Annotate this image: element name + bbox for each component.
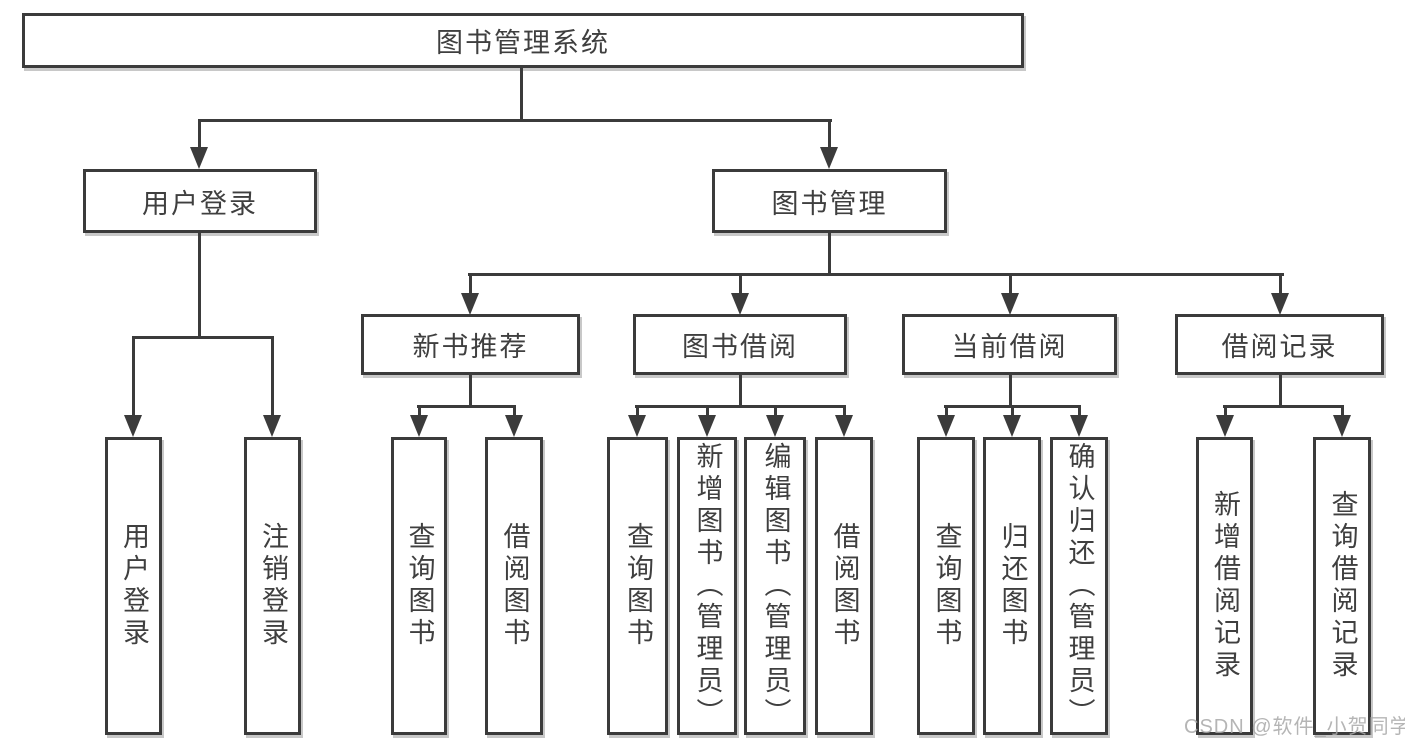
arrowhead-icon bbox=[263, 415, 281, 437]
leaf-confirm-return-admin-label: 确认归还（管理员） bbox=[1064, 442, 1095, 730]
node-new-book-recommend: 新书推荐 bbox=[361, 314, 580, 375]
node-user-login-label: 用户登录 bbox=[142, 188, 258, 219]
leaf-query-books-borrow-label: 查询图书 bbox=[623, 522, 653, 650]
connector-line bbox=[469, 273, 472, 293]
connector-line bbox=[513, 405, 516, 415]
connector-line bbox=[739, 273, 742, 293]
arrowhead-icon bbox=[1216, 415, 1234, 437]
arrowhead-icon bbox=[1070, 415, 1088, 437]
arrowhead-icon bbox=[505, 415, 523, 437]
node-borrow-records: 借阅记录 bbox=[1175, 314, 1384, 375]
connector-line bbox=[198, 119, 832, 122]
leaf-query-books-recommend-label: 查询图书 bbox=[404, 522, 435, 650]
leaf-query-books-borrow: 查询图书 bbox=[607, 437, 668, 735]
connector-line bbox=[945, 405, 948, 415]
arrowhead-icon bbox=[937, 415, 955, 437]
leaf-confirm-return-admin: 确认归还（管理员） bbox=[1050, 437, 1108, 735]
connector-line bbox=[828, 233, 831, 273]
connector-line bbox=[636, 405, 639, 415]
connector-line bbox=[418, 405, 421, 415]
connector-line bbox=[635, 405, 846, 408]
connector-line bbox=[739, 375, 742, 405]
arrowhead-icon bbox=[190, 147, 208, 169]
connector-line bbox=[520, 68, 523, 119]
leaf-user-login: 用户登录 bbox=[105, 437, 162, 735]
arrowhead-icon bbox=[1333, 415, 1351, 437]
connector-line bbox=[198, 233, 201, 336]
arrowhead-icon bbox=[766, 415, 784, 437]
connector-line bbox=[469, 375, 472, 405]
connector-line bbox=[271, 336, 274, 415]
leaf-borrow-books: 借阅图书 bbox=[815, 437, 873, 735]
connector-line bbox=[1011, 405, 1014, 415]
arrowhead-icon bbox=[1003, 415, 1021, 437]
leaf-return-books: 归还图书 bbox=[983, 437, 1041, 735]
connector-line bbox=[1223, 405, 1344, 408]
leaf-return-books-label: 归还图书 bbox=[997, 522, 1028, 650]
node-book-borrow: 图书借阅 bbox=[633, 314, 847, 375]
connector-line bbox=[1279, 273, 1282, 293]
connector-line bbox=[774, 405, 777, 415]
connector-line bbox=[468, 273, 1284, 276]
connector-line bbox=[132, 336, 135, 415]
connector-line bbox=[1009, 273, 1012, 293]
arrowhead-icon bbox=[731, 293, 749, 315]
leaf-borrow-books-recommend: 借阅图书 bbox=[485, 437, 543, 735]
watermark: CSDN @软件_小贺同学 bbox=[1184, 716, 1405, 738]
node-book-management: 图书管理 bbox=[712, 169, 947, 233]
connector-line bbox=[843, 405, 846, 415]
node-book-borrow-label: 图书借阅 bbox=[682, 332, 798, 362]
leaf-edit-book-admin: 编辑图书（管理员） bbox=[744, 437, 806, 735]
leaf-query-borrow-record: 查询借阅记录 bbox=[1313, 437, 1371, 735]
arrowhead-icon bbox=[410, 415, 428, 437]
connector-line bbox=[706, 405, 709, 415]
connector-line bbox=[417, 405, 516, 408]
arrowhead-icon bbox=[628, 415, 646, 437]
leaf-query-borrow-record-label: 查询借阅记录 bbox=[1327, 490, 1358, 682]
node-new-book-recommend-label: 新书推荐 bbox=[412, 332, 529, 362]
connector-line bbox=[828, 119, 831, 147]
leaf-user-login-label: 用户登录 bbox=[119, 522, 149, 650]
leaf-query-books-current-label: 查询图书 bbox=[931, 522, 962, 650]
node-user-login: 用户登录 bbox=[83, 169, 317, 233]
node-borrow-records-label: 借阅记录 bbox=[1221, 332, 1338, 362]
leaf-logout-login-label: 注销登录 bbox=[258, 522, 288, 650]
leaf-add-book-admin: 新增图书（管理员） bbox=[677, 437, 737, 735]
connector-line bbox=[1078, 405, 1081, 415]
connector-line bbox=[198, 119, 201, 147]
node-current-borrow-label: 当前借阅 bbox=[951, 332, 1068, 362]
connector-line bbox=[1279, 375, 1282, 405]
leaf-borrow-books-label: 借阅图书 bbox=[829, 522, 860, 650]
arrowhead-icon bbox=[1001, 293, 1019, 315]
leaf-borrow-books-recommend-label: 借阅图书 bbox=[499, 522, 530, 650]
connector-line bbox=[1224, 405, 1227, 415]
leaf-add-book-admin-label: 新增图书（管理员） bbox=[692, 442, 723, 730]
arrowhead-icon bbox=[698, 415, 716, 437]
leaf-add-borrow-record: 新增借阅记录 bbox=[1196, 437, 1253, 735]
node-root-label: 图书管理系统 bbox=[436, 28, 610, 58]
arrowhead-icon bbox=[835, 415, 853, 437]
arrowhead-icon bbox=[461, 293, 479, 315]
leaf-query-books-current: 查询图书 bbox=[917, 437, 975, 735]
leaf-add-borrow-record-label: 新增借阅记录 bbox=[1210, 490, 1240, 682]
arrowhead-icon bbox=[820, 147, 838, 169]
connector-line bbox=[1341, 405, 1344, 415]
leaf-query-books-recommend: 查询图书 bbox=[391, 437, 447, 735]
node-current-borrow: 当前借阅 bbox=[902, 314, 1117, 375]
node-root: 图书管理系统 bbox=[22, 13, 1024, 68]
arrowhead-icon bbox=[124, 415, 142, 437]
arrowhead-icon bbox=[1271, 293, 1289, 315]
leaf-edit-book-admin-label: 编辑图书（管理员） bbox=[760, 442, 791, 730]
connector-line bbox=[132, 336, 274, 339]
connector-line bbox=[1009, 375, 1012, 405]
node-book-management-label: 图书管理 bbox=[771, 188, 888, 219]
leaf-logout-login: 注销登录 bbox=[244, 437, 301, 735]
